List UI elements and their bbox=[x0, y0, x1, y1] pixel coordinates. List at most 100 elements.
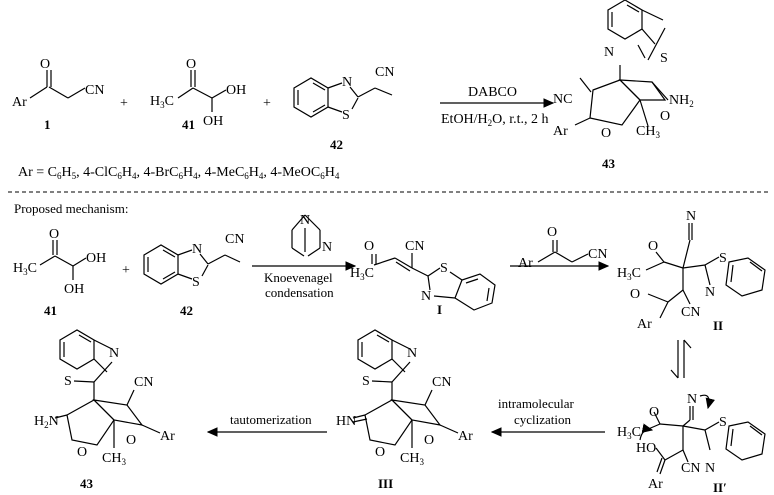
group-ch3: CH3 bbox=[102, 451, 126, 467]
group-cn: CN bbox=[405, 239, 424, 254]
group-cn: CN bbox=[681, 461, 700, 476]
atom-o: O bbox=[547, 225, 557, 240]
atom-s: S bbox=[440, 261, 448, 276]
atom-s: S bbox=[362, 374, 370, 389]
intermediate-label: III bbox=[378, 476, 393, 491]
atom-n: N bbox=[300, 213, 310, 228]
compound-label-42: 42 bbox=[180, 303, 193, 318]
product-43: N S H2N CN Ar O O CH3 43 bbox=[34, 329, 175, 491]
group-oh: OH bbox=[203, 114, 223, 129]
atom-n: N bbox=[322, 240, 332, 255]
plus-sign: + bbox=[120, 96, 128, 111]
group-hn: HN bbox=[336, 414, 356, 429]
atom-ar: Ar bbox=[637, 317, 652, 332]
step-label: cyclization bbox=[514, 412, 572, 427]
atom-s: S bbox=[719, 251, 727, 266]
group-nc: NC bbox=[553, 92, 572, 107]
condition-label: EtOH/H2O, r.t., 2 h bbox=[441, 112, 549, 128]
atom-h3c: H3C bbox=[617, 425, 641, 441]
step-label: Knoevenagel bbox=[264, 270, 333, 285]
reaction-arrow-main: DABCO EtOH/H2O, r.t., 2 h bbox=[440, 85, 555, 128]
group-cn: CN bbox=[588, 247, 607, 262]
equilibrium-arrows bbox=[670, 339, 692, 379]
atom-s: S bbox=[192, 275, 200, 290]
group-ch3: CH3 bbox=[400, 451, 424, 467]
atom-ar: Ar bbox=[458, 429, 473, 444]
group-cn: CN bbox=[225, 232, 244, 247]
plus-sign: + bbox=[263, 96, 271, 111]
intermediate-III: N S HN CN Ar O O CH3 III bbox=[336, 329, 473, 491]
atom-o: O bbox=[424, 433, 434, 448]
atom-h3c: H3C bbox=[617, 266, 641, 282]
compound-43: N S NC Ar NH2 CH3 O O 43 bbox=[553, 0, 694, 171]
atom-n: N bbox=[421, 289, 431, 304]
atom-ar: Ar bbox=[12, 95, 27, 110]
arrow-knoevenagel: N N Knoevenagel condensation bbox=[252, 213, 357, 300]
group-oh: OH bbox=[226, 83, 246, 98]
atom-n: N bbox=[687, 392, 697, 407]
compound-label-1: 1 bbox=[44, 117, 51, 132]
atom-s: S bbox=[342, 108, 350, 123]
atom-o: O bbox=[126, 433, 136, 448]
atom-ar: Ar bbox=[553, 124, 568, 139]
atom-o: O bbox=[648, 239, 658, 254]
atom-s: S bbox=[64, 374, 72, 389]
group-cn: CN bbox=[681, 305, 700, 320]
group-nh2: NH2 bbox=[669, 93, 694, 109]
compound-label-41: 41 bbox=[182, 117, 195, 132]
intermediate-I: O H3C CN S N I bbox=[350, 239, 496, 317]
plus-sign: + bbox=[122, 263, 130, 278]
group-oh: OH bbox=[86, 251, 106, 266]
compound-41: H3C O OH OH 41 bbox=[150, 57, 246, 132]
atom-n: N bbox=[705, 461, 715, 476]
group-cn: CN bbox=[134, 375, 153, 390]
intermediate-label: II′ bbox=[713, 480, 727, 495]
atom-h3c: H3C bbox=[350, 266, 374, 282]
compound-label-41: 41 bbox=[44, 303, 57, 318]
atom-o: O bbox=[40, 57, 50, 72]
dabco-structure: N N bbox=[291, 213, 332, 257]
atom-n: N bbox=[407, 346, 417, 361]
atom-n: N bbox=[109, 346, 119, 361]
atom-h3c: H3C bbox=[150, 94, 174, 110]
reagent-structure: O Ar CN bbox=[518, 225, 607, 271]
atom-o: O bbox=[364, 239, 374, 254]
atom-n: N bbox=[342, 75, 352, 90]
intermediate-label: I bbox=[437, 302, 442, 317]
arrow-tautomerization: tautomerization bbox=[206, 412, 327, 437]
step-label: intramolecular bbox=[498, 396, 574, 411]
atom-n: N bbox=[604, 45, 614, 60]
intermediate-label: II bbox=[713, 318, 723, 333]
compound-1: O Ar CN 1 bbox=[12, 57, 104, 132]
mech-compound-41: H3C O OH OH 41 bbox=[13, 227, 106, 318]
arrow-cyclization: intramolecular cyclization bbox=[490, 396, 605, 437]
group-cn: CN bbox=[375, 65, 394, 80]
arrow-michael: O Ar CN bbox=[510, 225, 610, 271]
step-label: tautomerization bbox=[230, 412, 312, 427]
atom-n: N bbox=[192, 242, 202, 257]
reagent-label: DABCO bbox=[468, 85, 517, 100]
compound-label-43: 43 bbox=[80, 476, 94, 491]
atom-o: O bbox=[49, 227, 59, 242]
mech-compound-42: N S CN 42 bbox=[143, 232, 244, 318]
intermediate-II: N O H3C CN O Ar S N II bbox=[617, 209, 766, 333]
ar-definition: Ar = C6H5, 4-ClC6H4, 4-BrC6H4, 4-MeC6H4,… bbox=[18, 165, 340, 181]
group-cn: CN bbox=[85, 83, 104, 98]
atom-o: O bbox=[601, 126, 611, 141]
step-label: condensation bbox=[265, 285, 334, 300]
group-ho: HO bbox=[636, 441, 656, 456]
group-oh: OH bbox=[64, 282, 84, 297]
intermediate-II-prime: N O H3C CN HO Ar S N II′ bbox=[617, 392, 766, 495]
atom-s: S bbox=[660, 51, 668, 66]
compound-label-43: 43 bbox=[602, 156, 616, 171]
group-ch3: CH3 bbox=[636, 124, 660, 140]
atom-n: N bbox=[705, 285, 715, 300]
atom-h3c: H3C bbox=[13, 261, 37, 277]
atom-n: N bbox=[686, 209, 696, 224]
mechanism-title: Proposed mechanism: bbox=[14, 201, 128, 216]
group-cn: CN bbox=[432, 375, 451, 390]
atom-ar: Ar bbox=[160, 429, 175, 444]
atom-o: O bbox=[660, 109, 670, 124]
atom-o: O bbox=[77, 445, 87, 460]
